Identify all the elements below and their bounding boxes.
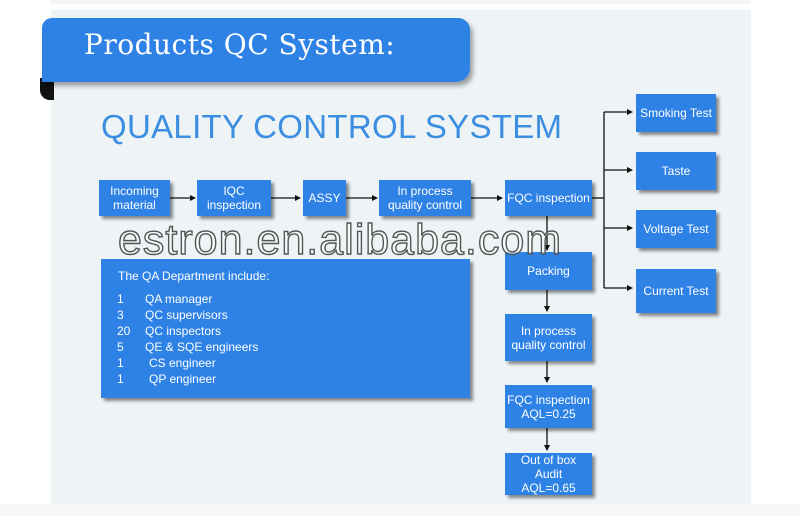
qa-staff-count: 3 xyxy=(117,308,124,322)
watermark-text: estron.en.alibaba.com xyxy=(117,215,563,264)
voltage-test-box: Voltage Test xyxy=(636,210,716,248)
top-strip xyxy=(51,0,751,4)
qa-staff-count: 1 xyxy=(117,356,124,370)
in-process-qc-box: In process quality control xyxy=(379,180,471,216)
in-process-qc-2-box: In process quality control xyxy=(505,314,592,361)
slide-background xyxy=(51,10,751,504)
qa-staff-role: QC inspectors xyxy=(145,324,222,338)
qa-staff-role: CS engineer xyxy=(149,356,216,370)
qa-staff-count: 1 xyxy=(117,372,124,386)
qa-staff-count: 20 xyxy=(117,324,131,338)
incoming-material-box: Incoming material xyxy=(99,180,170,216)
qa-department-title: The QA Department include: xyxy=(118,269,270,283)
assy-box: ASSY xyxy=(303,180,346,216)
banner-curl xyxy=(40,78,54,100)
banner-title: Products QC System: xyxy=(84,28,396,61)
fqc-aql-box: FQC inspection AQL=0.25 xyxy=(505,385,592,428)
bottom-strip xyxy=(0,504,800,516)
qa-staff-role: QC supervisors xyxy=(145,308,228,322)
qa-staff-role: QA manager xyxy=(145,292,213,306)
fqc-inspection-box: FQC inspection xyxy=(505,180,592,216)
iqc-inspection-box: IQC inspection xyxy=(197,180,271,216)
qa-staff-count: 1 xyxy=(117,292,124,306)
packing-box: Packing xyxy=(505,252,592,290)
smoking-test-box: Smoking Test xyxy=(636,94,716,132)
out-of-box-audit-box: Out of box Audit AQL=0.65 xyxy=(505,453,592,495)
current-test-box: Current Test xyxy=(636,269,716,313)
title-banner xyxy=(42,18,470,82)
main-title: QUALITY CONTROL SYSTEM xyxy=(101,108,563,145)
qa-staff-role: QE & SQE engineers xyxy=(145,340,259,354)
qa-department-panel: The QA Department include: 1 QA manager … xyxy=(101,259,470,398)
qa-staff-role: QP engineer xyxy=(149,372,217,386)
taste-box: Taste xyxy=(636,152,716,190)
qa-staff-count: 5 xyxy=(117,340,124,354)
